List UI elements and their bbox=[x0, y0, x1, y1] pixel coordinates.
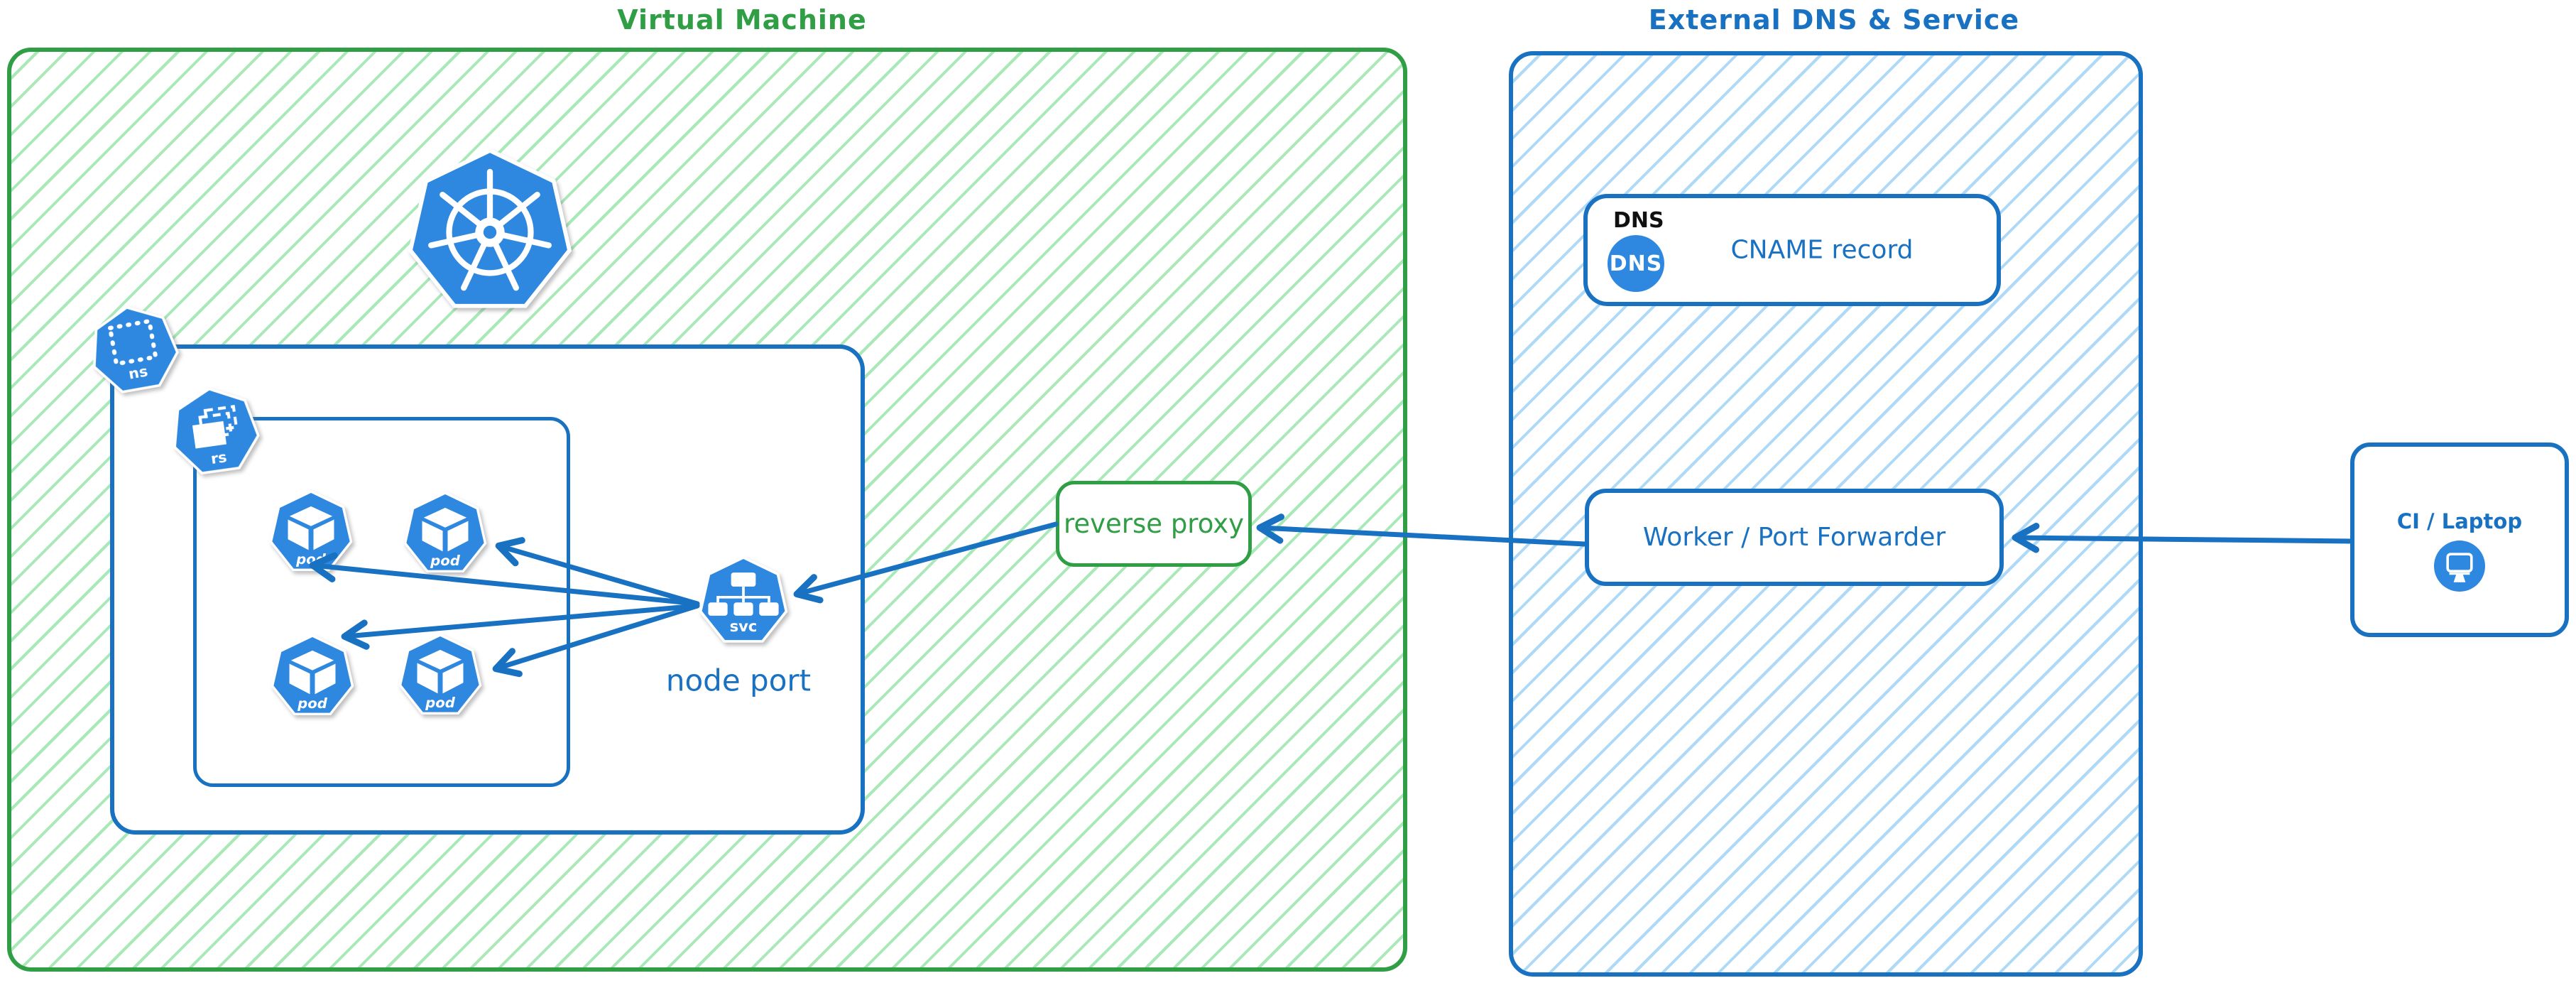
pod-icon-label: pod bbox=[430, 553, 461, 569]
pod-icon-label: pod bbox=[425, 695, 456, 711]
namespace-icon: ns bbox=[84, 300, 184, 400]
pod-icon-4: pod bbox=[398, 634, 482, 717]
pod-icon-label: pod bbox=[297, 695, 328, 712]
pod-icon-3: pod bbox=[271, 634, 354, 718]
replicaset-icon-label: rs bbox=[209, 448, 228, 467]
reverse-proxy-box: reverse proxy bbox=[1056, 481, 1252, 567]
worker-port-forwarder-box: Worker / Port Forwarder bbox=[1585, 489, 2004, 586]
node-port-label: node port bbox=[665, 663, 812, 698]
monitor-icon bbox=[2434, 541, 2485, 592]
pod-icon-label: pod bbox=[295, 551, 327, 567]
worker-port-forwarder-label: Worker / Port Forwarder bbox=[1642, 523, 1946, 552]
external-zone-title: External DNS & Service bbox=[1648, 4, 2020, 36]
vm-zone-title: Virtual Machine bbox=[617, 4, 867, 36]
ci-laptop-label: CI / Laptop bbox=[2396, 509, 2523, 533]
kubernetes-icon bbox=[408, 148, 572, 314]
dns-badge-icon: DNS bbox=[1608, 235, 1664, 292]
service-icon: svc bbox=[699, 555, 788, 646]
ci-laptop-box: CI / Laptop bbox=[2350, 442, 2569, 637]
dns-header-label: DNS bbox=[1613, 208, 1664, 233]
service-icon-label: svc bbox=[730, 617, 758, 635]
replicaset-icon: rs bbox=[166, 383, 264, 481]
cname-record-label: CNAME record bbox=[1730, 235, 1914, 265]
pod-icon-1: pod bbox=[269, 490, 353, 574]
pod-icon-2: pod bbox=[403, 492, 487, 575]
dns-record-box: DNS DNS CNAME record bbox=[1583, 194, 2001, 306]
replicaset-box bbox=[193, 417, 570, 787]
reverse-proxy-label: reverse proxy bbox=[1063, 509, 1244, 539]
namespace-icon-label: ns bbox=[127, 362, 149, 382]
